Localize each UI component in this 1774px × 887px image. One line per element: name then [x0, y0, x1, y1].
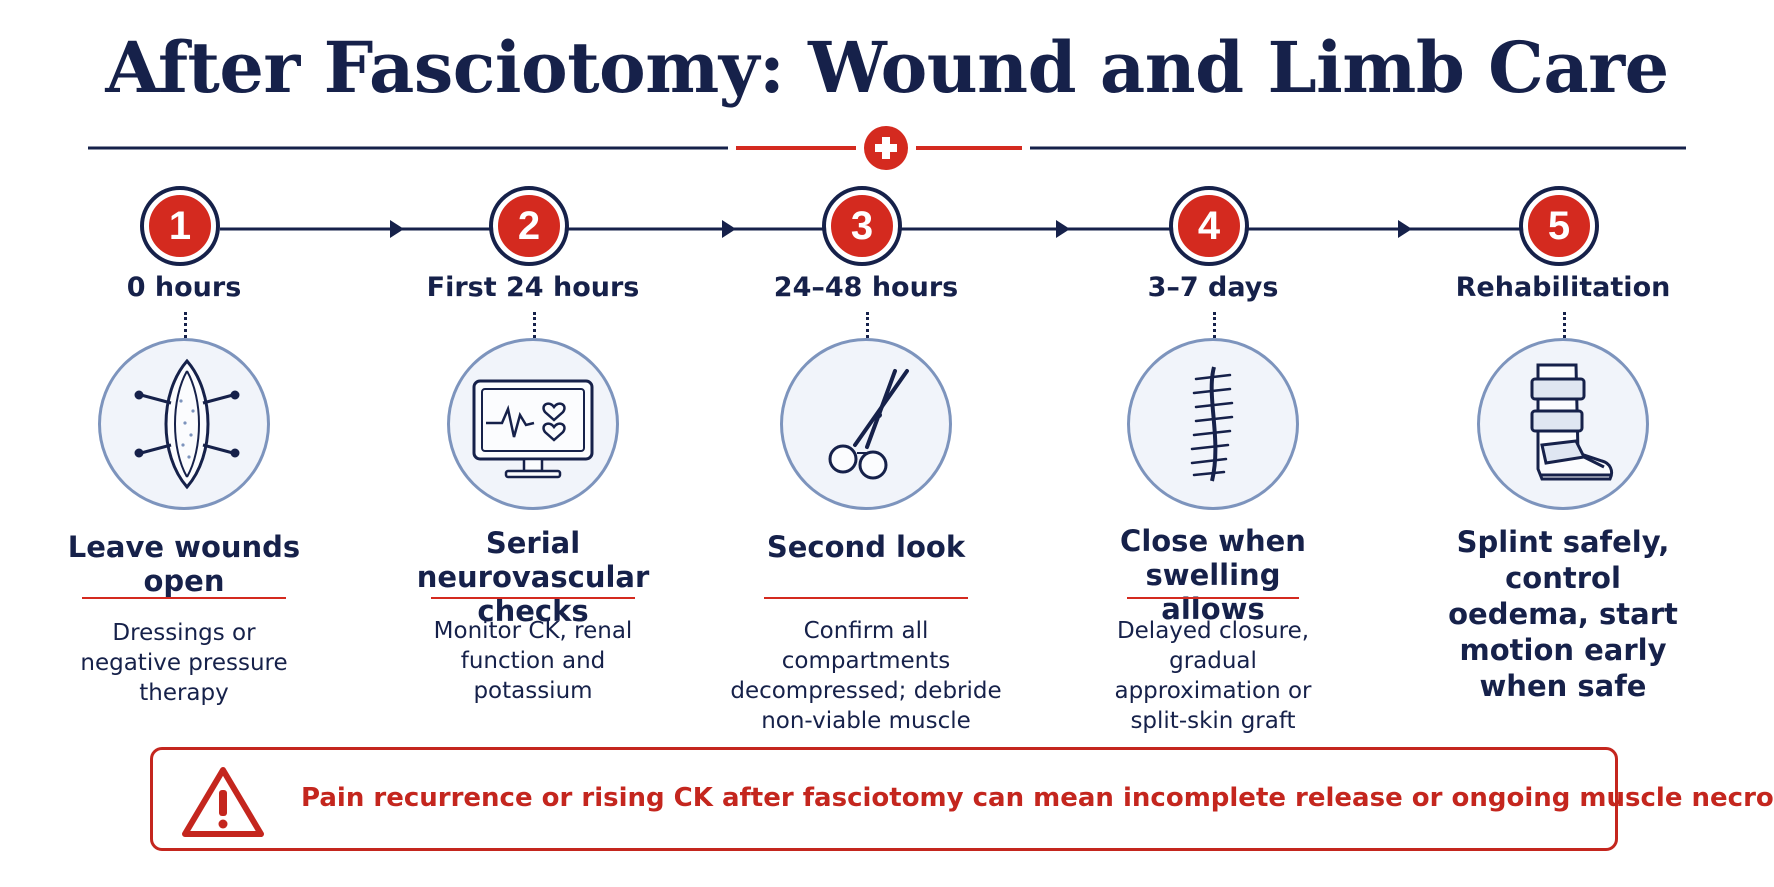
- step-description: Monitor CK, renal function and potassium: [433, 618, 633, 704]
- timeline-step-1: 1 0 hours Leave wounds open Dressings or…: [34, 0, 334, 887]
- step-divider: [431, 597, 635, 599]
- warning-message: Pain recurrence or rising CK after fasci…: [301, 783, 1774, 813]
- step-number-badge: 4: [1169, 186, 1249, 266]
- step-divider: [764, 597, 968, 599]
- dotted-connector: [533, 312, 536, 338]
- dotted-connector: [1563, 312, 1566, 338]
- step-heading: Close when swelling allows: [1120, 524, 1306, 626]
- step-number-badge: 1: [140, 186, 220, 266]
- step-divider: [82, 597, 286, 599]
- step-heading: Splint safely, control oedema, start mot…: [1448, 525, 1678, 703]
- step-time-label: 24–48 hours: [773, 272, 959, 303]
- sutured-wound-icon: [1127, 338, 1299, 510]
- timeline-step-5: 5 Rehabilitation Splint safely, control …: [1413, 0, 1713, 887]
- warning-alert-box: Pain recurrence or rising CK after fasci…: [150, 747, 1774, 851]
- step-heading: Second look: [766, 530, 966, 564]
- open-wound-icon: [98, 338, 270, 510]
- step-time-label: First 24 hours: [426, 272, 640, 303]
- warning-triangle-icon: [182, 767, 264, 837]
- step-description: Dressings or negative pressure therapy: [80, 620, 288, 706]
- step-heading: Leave wounds open: [67, 530, 301, 598]
- page-title: After Fasciotomy: Wound and Limb Care: [105, 26, 1669, 109]
- dotted-connector: [866, 312, 869, 338]
- step-time-label: 3–7 days: [1147, 272, 1279, 303]
- step-description: Delayed closure, gradual approximation o…: [1114, 618, 1312, 734]
- surgical-scissors-icon: [780, 338, 952, 510]
- leg-splint-icon: [1477, 338, 1649, 510]
- dotted-connector: [184, 312, 187, 338]
- dotted-connector: [1213, 312, 1216, 338]
- step-description: Confirm all compartments decompressed; d…: [730, 618, 1002, 734]
- step-time-label: 0 hours: [126, 272, 242, 303]
- step-divider: [1127, 597, 1299, 599]
- timeline-step-3: 3 24–48 hours Second look Confirm all co…: [716, 0, 1016, 887]
- step-number-badge: 3: [822, 186, 902, 266]
- heart-monitor-icon: [447, 338, 619, 510]
- timeline-step-4: 4 3–7 days Close when swelling allows De…: [1063, 0, 1363, 887]
- step-time-label: Rehabilitation: [1455, 272, 1671, 303]
- timeline-step-2: 2 First 24 hours Serial neurovascular ch…: [383, 0, 683, 887]
- step-number-badge: 5: [1519, 186, 1599, 266]
- step-number-badge: 2: [489, 186, 569, 266]
- step-heading: Serial neurovascular checks: [416, 526, 650, 628]
